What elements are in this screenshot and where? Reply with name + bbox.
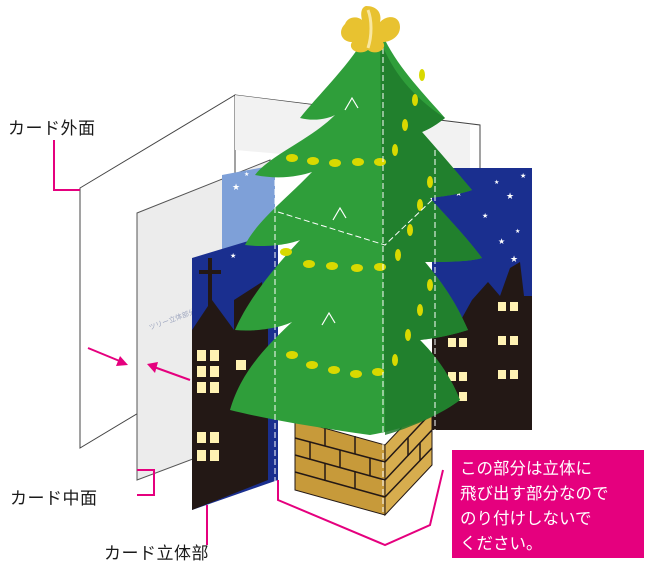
leader-lines xyxy=(53,140,444,547)
svg-text:★: ★ xyxy=(520,172,526,180)
svg-text:★: ★ xyxy=(494,179,499,186)
middle-face-label: カード中面 xyxy=(10,489,98,509)
popup-part-label: カード立体部 xyxy=(104,544,209,564)
svg-text:★: ★ xyxy=(510,255,518,265)
outer-face-label: カード外面 xyxy=(8,119,96,139)
note-line: ください。 xyxy=(460,534,543,553)
svg-text:★: ★ xyxy=(498,237,505,246)
note-line: 飛び出す部分なので xyxy=(460,484,609,503)
svg-text:★: ★ xyxy=(515,228,520,235)
svg-text:★: ★ xyxy=(244,171,249,178)
church-building xyxy=(192,258,268,510)
note-callout: この部分は立体に 飛び出す部分なので のり付けしないで ください。 xyxy=(452,450,644,558)
insert-arrows xyxy=(87,347,191,381)
tree-star xyxy=(341,6,400,53)
brick-planter xyxy=(294,393,433,517)
svg-text:★: ★ xyxy=(230,252,236,260)
note-line: この部分は立体に xyxy=(460,459,592,478)
christmas-tree xyxy=(230,38,482,512)
svg-text:★: ★ xyxy=(482,212,488,220)
svg-text:★: ★ xyxy=(506,192,514,202)
note-line: のり付けしないで xyxy=(460,509,592,528)
svg-text:★: ★ xyxy=(232,183,240,193)
